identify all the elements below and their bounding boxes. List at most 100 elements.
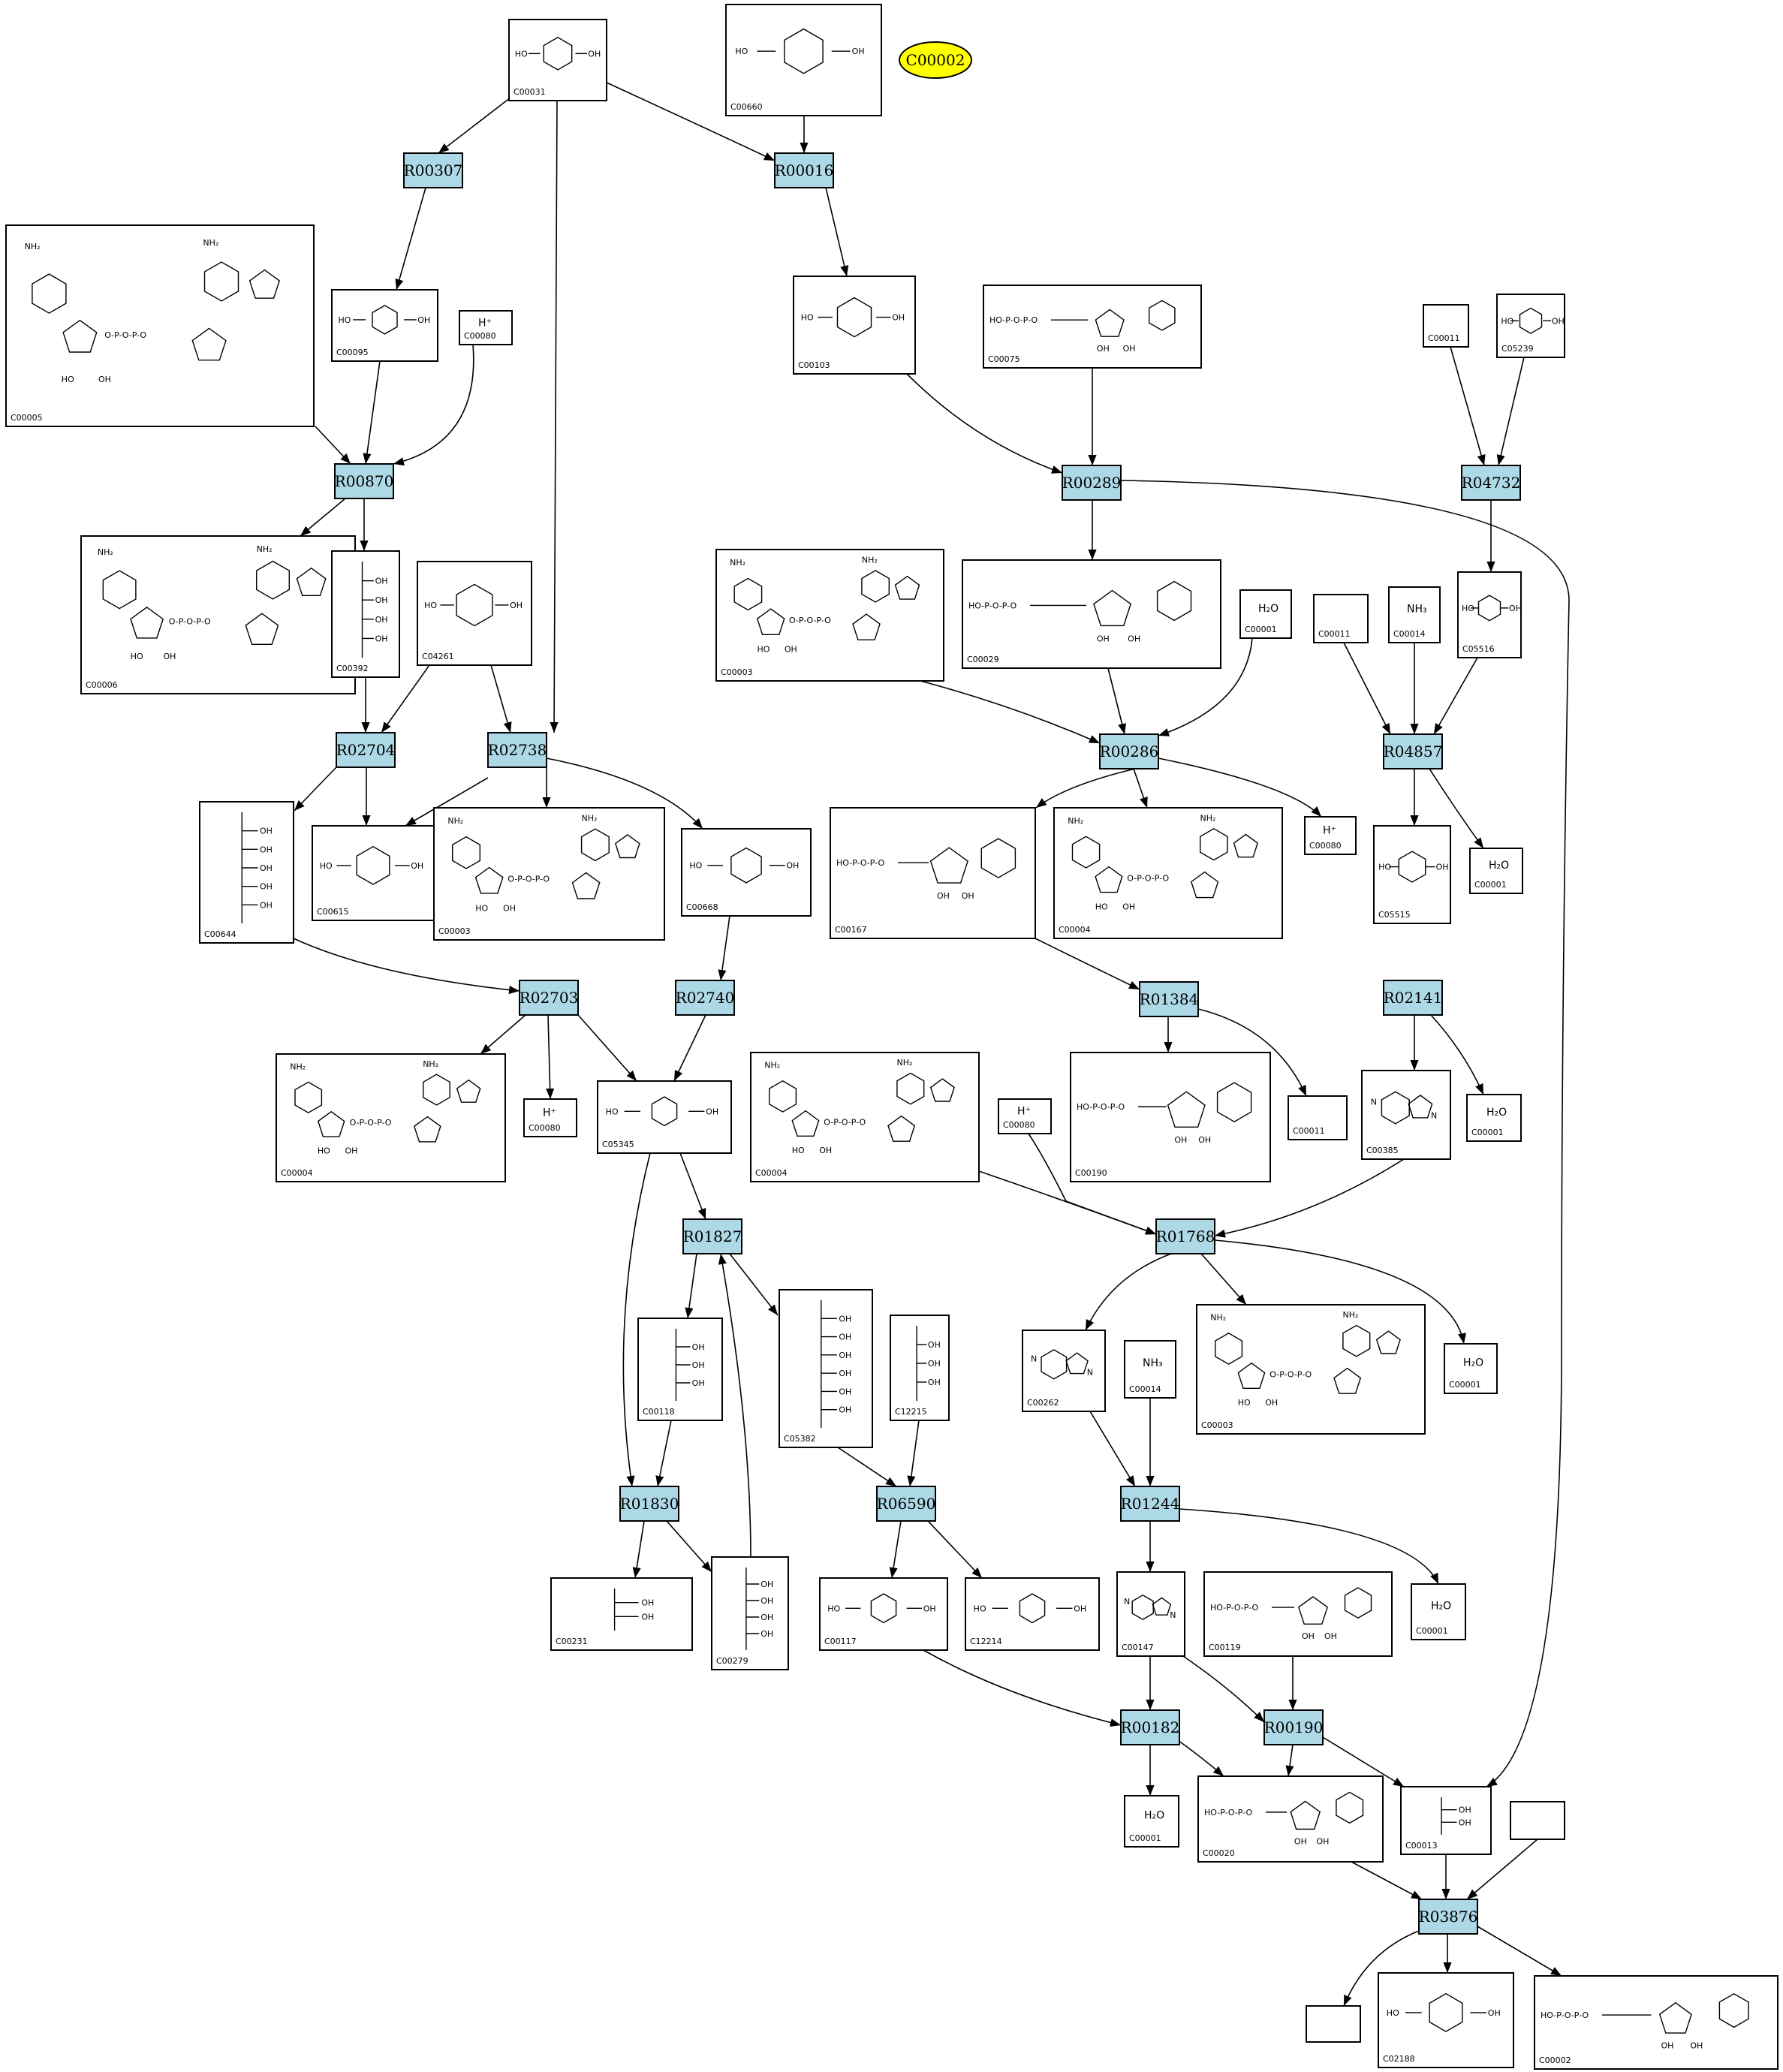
- compound-box[interactable]: [998, 1098, 1052, 1134]
- reaction-R00289[interactable]: R00289: [1062, 465, 1122, 501]
- compound-box[interactable]: [711, 1556, 789, 1670]
- reaction-R00182[interactable]: R00182: [1120, 1709, 1180, 1745]
- reaction-R01768[interactable]: R01768: [1155, 1218, 1215, 1254]
- compound-box[interactable]: [417, 561, 532, 666]
- compound-box[interactable]: [1373, 825, 1451, 924]
- reaction-box[interactable]: [1383, 980, 1443, 1016]
- reaction-box[interactable]: [1263, 1709, 1324, 1745]
- compound-box[interactable]: [1388, 586, 1441, 643]
- reaction-box[interactable]: [1461, 465, 1521, 501]
- compound-box[interactable]: [830, 807, 1036, 939]
- compound-box[interactable]: [508, 19, 607, 101]
- compound-C00080[interactable]: H⁺C00080: [1304, 816, 1357, 855]
- reaction-box[interactable]: [1139, 981, 1199, 1017]
- compound-box[interactable]: [779, 1289, 873, 1448]
- compound-box[interactable]: [433, 807, 665, 941]
- reaction-box[interactable]: [334, 463, 394, 499]
- compound-box[interactable]: [1304, 816, 1357, 855]
- compound-box[interactable]: [890, 1315, 950, 1421]
- compound-box[interactable]: [1070, 1052, 1271, 1182]
- reaction-R00286[interactable]: R00286: [1099, 733, 1159, 769]
- reaction-box[interactable]: [675, 980, 735, 1016]
- compound-box[interactable]: [80, 535, 356, 694]
- compound-box[interactable]: [1469, 848, 1523, 894]
- reaction-box[interactable]: [876, 1486, 936, 1522]
- compound-box[interactable]: [550, 1577, 693, 1651]
- compound-box[interactable]: [1053, 807, 1283, 939]
- empty-compound-box[interactable]: [1306, 2005, 1361, 2043]
- reaction-R04732[interactable]: R04732: [1461, 465, 1521, 501]
- compound-C00080[interactable]: H⁺C00080: [523, 1098, 577, 1137]
- compound-C00011[interactable]: C00011: [1423, 304, 1469, 348]
- reaction-R00307[interactable]: R00307: [403, 152, 463, 188]
- compound-box[interactable]: [637, 1318, 723, 1421]
- reaction-R02738[interactable]: R02738: [487, 732, 547, 768]
- compound-box[interactable]: [1288, 1095, 1348, 1140]
- reaction-R01830[interactable]: R01830: [619, 1486, 679, 1522]
- reaction-box[interactable]: [1120, 1486, 1180, 1522]
- compound-C00011[interactable]: C00011: [1313, 594, 1369, 643]
- compound-box[interactable]: [1457, 571, 1522, 658]
- reaction-R04857[interactable]: R04857: [1383, 733, 1443, 769]
- compound-box[interactable]: [331, 289, 438, 362]
- compound-C00011[interactable]: C00011: [1288, 1095, 1348, 1140]
- compound-box[interactable]: [523, 1098, 577, 1137]
- compound-box[interactable]: [750, 1052, 980, 1182]
- reaction-box[interactable]: [1062, 465, 1122, 501]
- reaction-box[interactable]: [1418, 1899, 1478, 1935]
- reaction-R02704[interactable]: R02704: [336, 732, 396, 768]
- compound-box[interactable]: [1313, 594, 1369, 643]
- compound-box[interactable]: [1361, 1070, 1451, 1160]
- compound-box[interactable]: [681, 828, 812, 917]
- compound-box[interactable]: [1423, 304, 1469, 348]
- compound-box[interactable]: [1116, 1571, 1185, 1657]
- compound-box[interactable]: [199, 801, 294, 944]
- compound-box[interactable]: [1239, 589, 1292, 639]
- compound-box[interactable]: [276, 1053, 506, 1182]
- compound-box[interactable]: [1444, 1343, 1498, 1394]
- reaction-box[interactable]: [519, 980, 579, 1016]
- compound-box[interactable]: [1124, 1795, 1179, 1848]
- compound-box[interactable]: [1378, 1972, 1514, 2068]
- reaction-box[interactable]: [1099, 733, 1159, 769]
- compound-box[interactable]: [1466, 1094, 1522, 1142]
- compound-box[interactable]: [1496, 294, 1565, 358]
- reaction-box[interactable]: [682, 1218, 742, 1254]
- reaction-box[interactable]: [403, 152, 463, 188]
- compound-box[interactable]: [1196, 1304, 1426, 1435]
- reaction-R00870[interactable]: R00870: [334, 463, 394, 499]
- highlight-ellipse[interactable]: C00002: [899, 41, 972, 79]
